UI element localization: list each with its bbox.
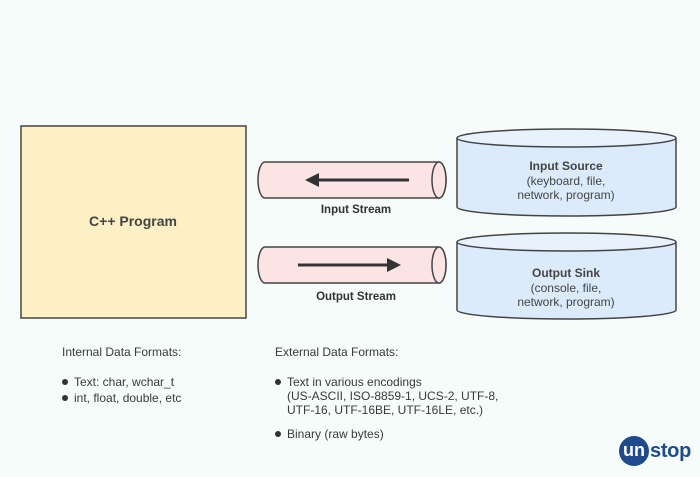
list-item-text: int, float, double, etc: [74, 391, 182, 405]
list-item-line: UTF-16, UTF-16BE, UTF-16LE, etc.): [287, 403, 484, 417]
logo-wordmark: stop: [650, 439, 692, 462]
internal-formats-heading: Internal Data Formats:: [62, 345, 182, 359]
internal-formats-section: Internal Data Formats: Text: char, wchar…: [62, 345, 262, 407]
output-sink-line: network, program): [517, 295, 614, 309]
internal-formats-list: Text: char, wchar_t int, float, double, …: [62, 375, 262, 405]
list-item: Text: char, wchar_t: [62, 375, 262, 389]
input-source-line: network, program): [517, 188, 614, 202]
logo-mark: un: [619, 436, 649, 466]
output-sink-title: Output Sink: [532, 266, 600, 280]
list-item-text: Text: char, wchar_t: [74, 375, 175, 389]
bullet-icon: [275, 431, 281, 437]
external-formats-section: External Data Formats: Text in various e…: [275, 345, 575, 441]
unstop-logo: un stop: [619, 436, 691, 466]
program-label: C++ Program: [89, 213, 177, 229]
input-source-database-icon: [456, 128, 677, 217]
output-stream-label: Output Stream: [316, 291, 396, 303]
output-sink-database-icon: [456, 232, 677, 320]
list-item: int, float, double, etc: [62, 391, 262, 405]
input-source-title: Input Source: [529, 159, 603, 173]
input-source-line: (keyboard, file,: [527, 174, 606, 188]
list-item: Text in various encodings (US-ASCII, ISO…: [275, 375, 575, 417]
list-item: Binary (raw bytes): [275, 427, 575, 441]
list-item-line: Binary (raw bytes): [287, 427, 384, 441]
bullet-icon: [62, 379, 68, 385]
right-arrow-icon: [298, 258, 401, 272]
external-formats-heading: External Data Formats:: [275, 345, 399, 359]
output-sink-line: (console, file,: [531, 281, 602, 295]
bullet-icon: [275, 379, 281, 385]
program-box: [20, 125, 247, 319]
list-item-line: (US-ASCII, ISO-8859-1, UCS-2, UTF-8,: [287, 389, 499, 403]
external-formats-list: Text in various encodings (US-ASCII, ISO…: [275, 375, 575, 441]
left-arrow-icon: [305, 173, 409, 187]
list-item-line: Text in various encodings: [287, 375, 422, 389]
bullet-icon: [62, 395, 68, 401]
input-stream-label: Input Stream: [321, 204, 391, 216]
